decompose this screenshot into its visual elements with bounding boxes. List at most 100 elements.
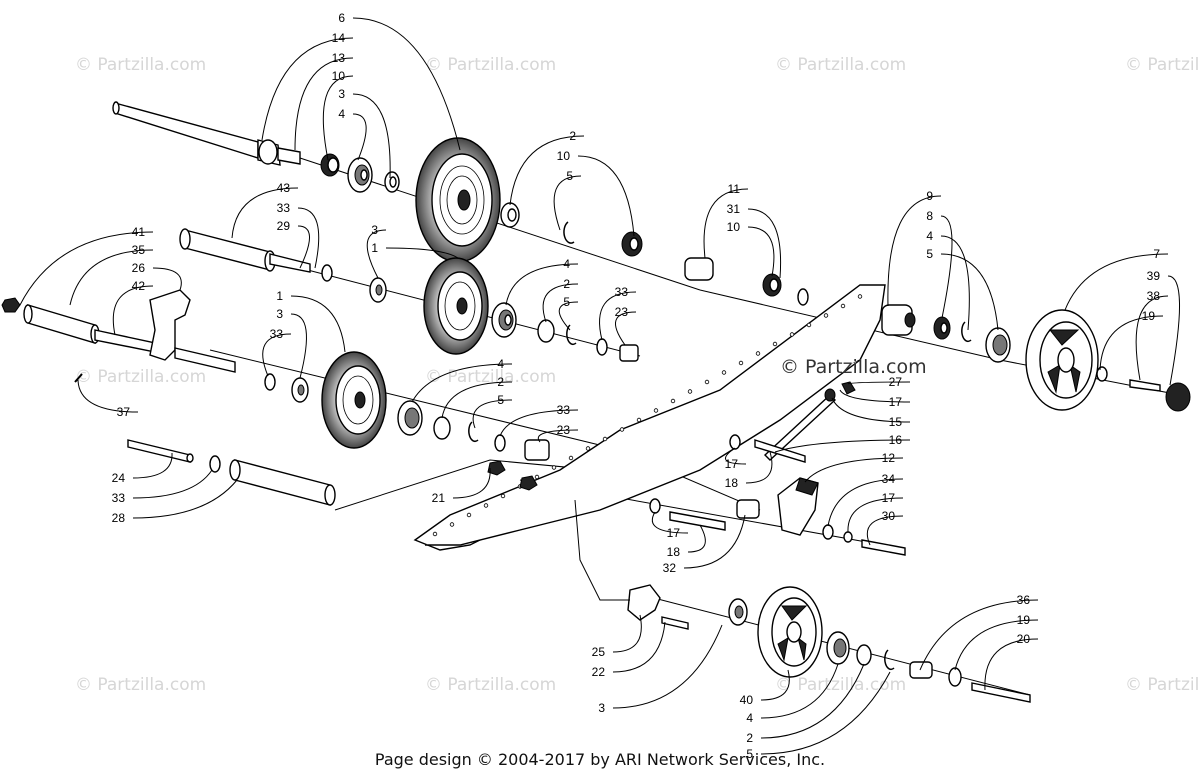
nut-10-top (621, 231, 643, 257)
callout-18: 18 (667, 524, 706, 559)
callout-41: 41 (19, 225, 154, 306)
bolt-18-lower (649, 498, 726, 531)
leader-line (297, 225, 310, 269)
callout-21: 21 (432, 467, 491, 505)
callout-2: 2 (542, 277, 579, 323)
callout-number: 17 (889, 395, 903, 409)
callout-19: 19 (954, 613, 1039, 671)
idler-wheel-top (415, 137, 501, 263)
washer-19-right (1096, 366, 1108, 382)
callout-1: 1 (371, 241, 459, 259)
callout-28: 28 (112, 479, 238, 525)
callout-31: 31 (727, 202, 782, 279)
callout-number: 12 (882, 451, 896, 465)
leader-line (612, 614, 642, 653)
leader-line (1135, 295, 1169, 381)
washer-3b-lower (291, 377, 309, 403)
leader-line (940, 235, 970, 331)
callout-number: 10 (332, 69, 346, 83)
callout-number: 20 (1017, 632, 1031, 646)
callout-32: 32 (663, 514, 746, 575)
leader-line (132, 452, 173, 479)
leader-line (352, 113, 367, 161)
callout-27: 27 (847, 375, 911, 389)
callout-4: 4 (505, 257, 579, 306)
leader-line (847, 381, 911, 385)
callout-number: 35 (132, 243, 146, 257)
leader-line (385, 247, 459, 259)
callout-number: 1 (371, 241, 378, 255)
watermark-text: © Partzilla.com (75, 55, 206, 75)
callout-10: 10 (557, 149, 635, 237)
callout-29: 29 (277, 219, 310, 269)
leader-line (687, 524, 706, 553)
callout-33: 33 (499, 403, 579, 437)
nut-21 (487, 460, 538, 491)
callout-22: 22 (592, 621, 666, 679)
leader-line (261, 37, 354, 141)
callout-37: 37 (77, 379, 139, 419)
callout-number: 10 (727, 220, 741, 234)
callout-3: 3 (366, 223, 387, 279)
callout-17: 17 (651, 511, 689, 540)
callout-number: 33 (277, 201, 291, 215)
washer-17-block (843, 531, 853, 543)
sleeve-23-lower (524, 439, 550, 461)
spacer-29 (321, 264, 333, 282)
callout-number: 5 (566, 169, 573, 183)
callout-number: 33 (112, 491, 126, 505)
callout-5: 5 (926, 247, 999, 331)
callout-number: 13 (332, 51, 346, 65)
callout-number: 38 (1147, 289, 1161, 303)
leader-line (537, 429, 579, 443)
callout-number: 4 (746, 711, 753, 725)
callout-4: 4 (926, 229, 970, 331)
ring-5-top (563, 221, 575, 244)
callout-33: 33 (277, 201, 320, 269)
callout-38: 38 (1135, 289, 1169, 381)
sleeve-32 (736, 499, 760, 519)
callout-15: 15 (831, 397, 911, 429)
leader-line (472, 399, 513, 429)
washer-2-lower (433, 416, 451, 440)
leader-line (745, 451, 773, 484)
leader-line (831, 397, 911, 423)
callout-number: 14 (332, 31, 346, 45)
spacer-10-right (762, 273, 782, 297)
callout-number: 40 (740, 693, 754, 707)
callout-10: 10 (322, 69, 354, 161)
callout-number: 10 (557, 149, 571, 163)
callout-number: 18 (667, 545, 681, 559)
leader-line (774, 439, 911, 453)
callout-4: 4 (338, 107, 367, 161)
washer-2-bottom (856, 644, 872, 666)
leader-line (703, 188, 749, 259)
callout-number: 17 (725, 457, 739, 471)
leader-line (651, 511, 689, 534)
callout-number: 3 (371, 223, 378, 237)
callout-number: 21 (432, 491, 446, 505)
callout-42: 42 (112, 279, 154, 336)
callout-number: 19 (1142, 309, 1156, 323)
callout-number: 2 (497, 375, 504, 389)
callout-34: 34 (827, 472, 904, 527)
leader-line (940, 253, 999, 331)
spoked-wheel-right (1025, 309, 1099, 411)
spacer-9 (881, 304, 916, 336)
callout-3: 3 (338, 87, 391, 179)
callout-number: 19 (1017, 613, 1031, 627)
callout-2: 2 (441, 375, 513, 419)
bolt-30 (861, 539, 906, 556)
bearing-4-lower (397, 400, 423, 436)
leader-line (505, 263, 579, 306)
washer-33-left (209, 455, 221, 473)
callout-number: 36 (1017, 593, 1031, 607)
ring-5-bottom (884, 649, 895, 671)
callout-number: 37 (117, 405, 131, 419)
leader-line (352, 93, 391, 179)
leader-line (599, 291, 637, 341)
leader-line (725, 447, 747, 465)
bearing-4-mid (491, 302, 517, 338)
watermark-text: © Partzilla.com (425, 55, 556, 75)
callout-number: 5 (746, 747, 753, 761)
